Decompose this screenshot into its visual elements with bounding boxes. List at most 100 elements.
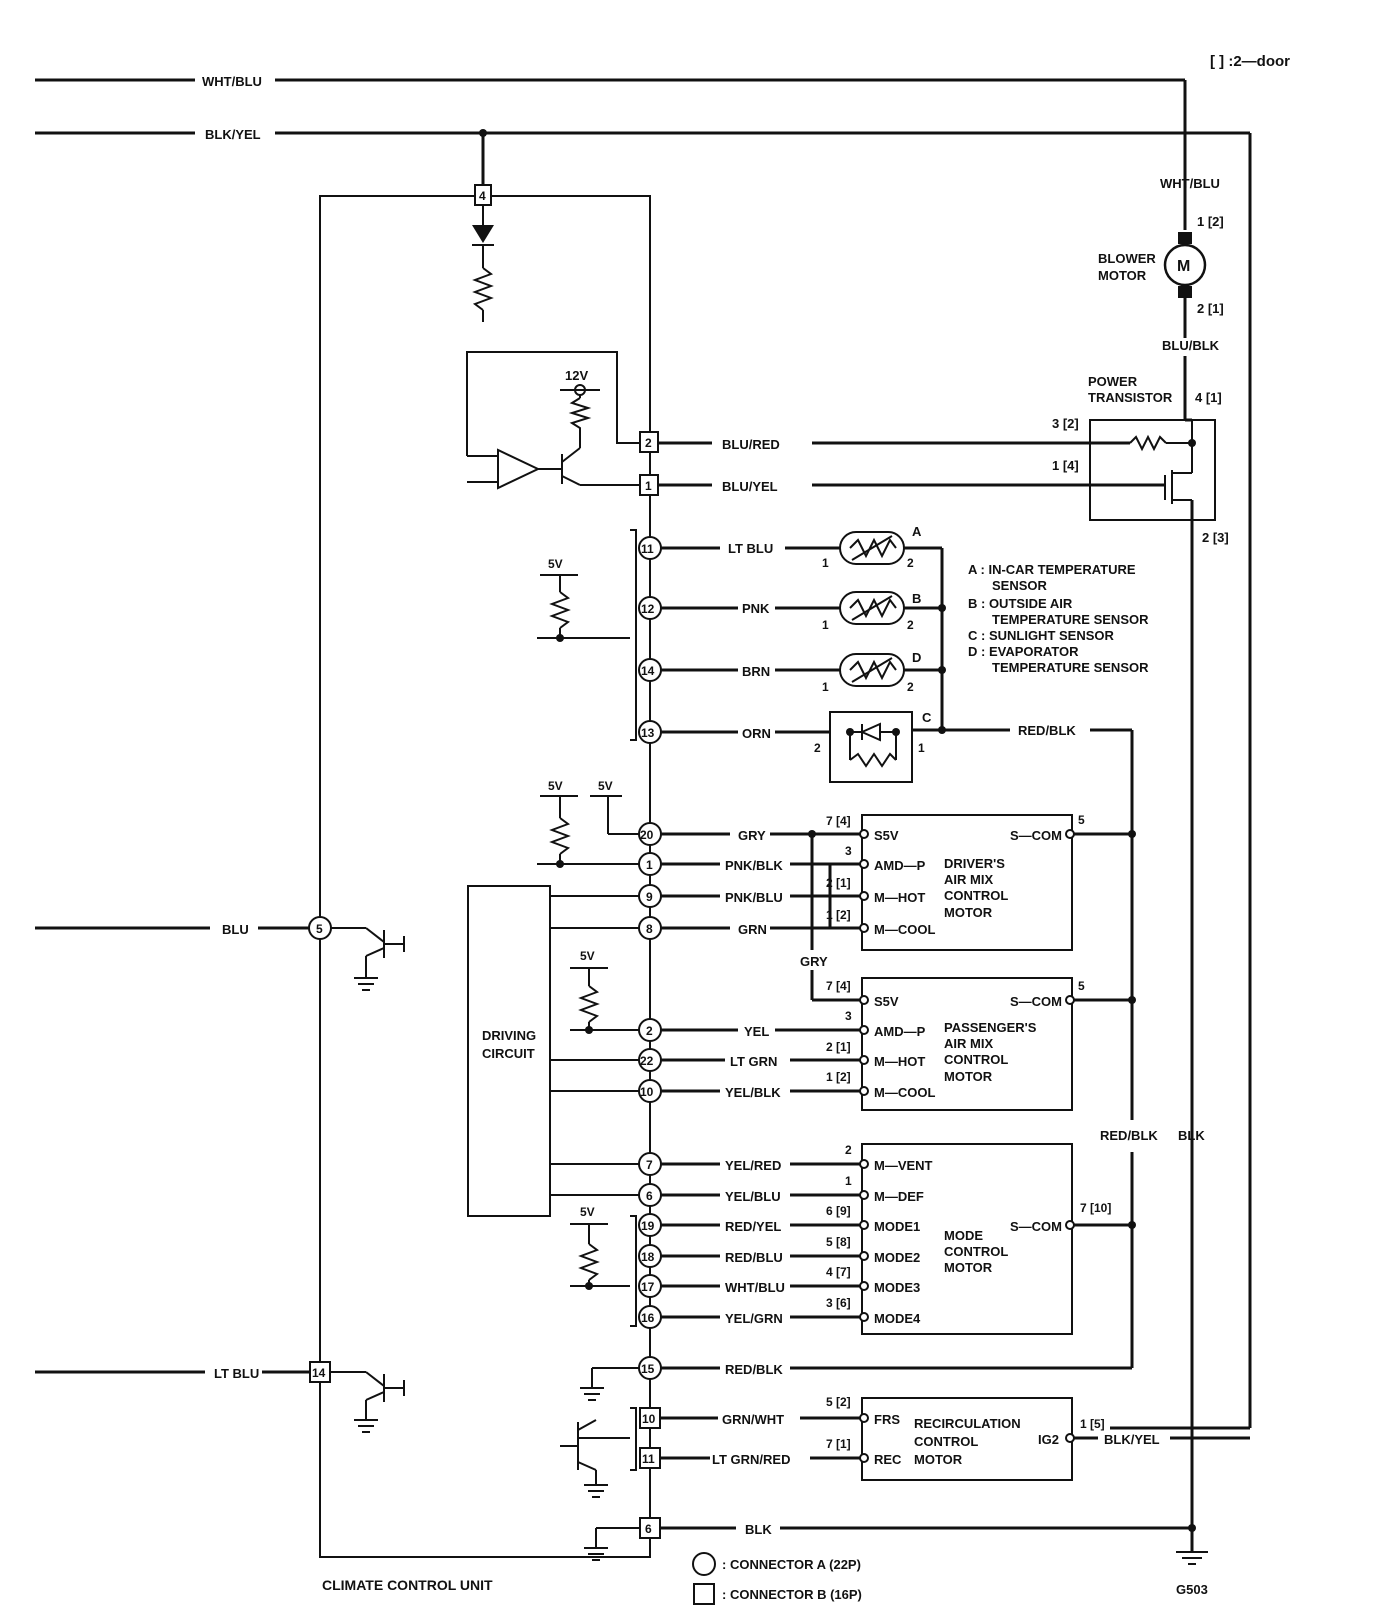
mode-term-def: M—DEF [874,1189,924,1204]
mode-term-mode4: MODE4 [874,1311,921,1326]
blower-motor: WHT/BLU 1 [2] M BLOWER MOTOR 2 [1] BLU/B… [1098,176,1224,420]
driving-circuit: DRIVING CIRCUIT [467,885,639,1217]
passenger-name-4: MOTOR [944,1069,993,1084]
pin-14b: 14 [312,1366,326,1380]
recirc-term-rec: REC [874,1452,902,1467]
passenger-term-scom: S—COM [1010,994,1062,1009]
pin-18: 18 [641,1250,655,1264]
pin-6a: 6 [646,1189,653,1203]
mode-pin-mode4: 3 [6] [826,1296,851,1310]
wire-label-blk-yel-top: BLK/YEL [205,127,261,142]
transistor-name-1: POWER [1088,374,1138,389]
wire-label-red-blk-top: RED/BLK [1018,723,1076,738]
drivers-motor-box [861,814,1073,951]
drivers-term-mcool: M—COOL [874,922,935,937]
transistor-pin-4: 4 [1] [1195,390,1222,405]
drivers-terminals: S5V AMD—P M—HOT M—COOL S—COM 7 [4] 3 2 [… [826,813,1085,937]
power-transistor: POWER TRANSISTOR 4 [1] 3 [2] 1 [4] 2 [3] [1052,374,1229,1525]
wire-label-lt-blu: LT BLU [728,541,773,556]
wire-label-yel: YEL [744,1024,769,1039]
pin-9: 9 [646,890,653,904]
passenger-pin-s5v: 7 [4] [826,979,851,993]
wire-label-blk: BLK [745,1522,772,1537]
drivers-term-mhot: M—HOT [874,890,925,905]
mode-term-scom: S—COM [1010,1219,1062,1234]
pin-4: 4 [479,189,486,203]
wire-label-yel-red: YEL/RED [725,1158,781,1173]
wire-label-wht-blu-top: WHT/BLU [202,74,262,89]
connector-a-legend: : CONNECTOR A (22P) [722,1557,861,1572]
sensor-desc-1: A : IN-CAR TEMPERATURE [968,562,1136,577]
pin-6b: 6 [645,1522,652,1536]
passenger-motor-box [861,977,1073,1111]
sensor-c-label: C [922,710,932,725]
wire-label-lt-blu-left: LT BLU [214,1366,259,1381]
recirc-name-3: MOTOR [914,1452,963,1467]
pin-2b: 2 [645,436,652,450]
fan-driver-circuit: 12V 2 1 [466,351,659,496]
two-door-legend: [ ] :2—door [1210,53,1290,70]
wire-label-gry: GRY [738,828,766,843]
drivers-pin-amd: 3 [845,844,852,858]
sensor-b-label: B [912,591,921,606]
wire-label-wht-blu: WHT/BLU [725,1280,785,1295]
recirculation-section: 10 11 GRN/WHT LT GRN/RED FRS REC IG2 5 [… [560,1395,1250,1498]
wire-label-red-blu: RED/BLU [725,1250,783,1265]
blower-name-1: BLOWER [1098,251,1156,266]
pin-11: 11 [641,542,654,556]
recirc-pin-ig2: 1 [5] [1080,1417,1105,1431]
wire-label-pnk-blu: PNK/BLU [725,890,783,905]
mode-control-section: 7 6 5V 19 18 17 16 YEL/RED YEL/BLU RED/Y… [570,1143,1136,1335]
pin-16: 16 [641,1311,655,1325]
pin-14: 14 [641,664,655,678]
passenger-name-1: PASSENGER'S [944,1020,1037,1035]
pin-19: 19 [641,1219,655,1233]
mode-pin-vent: 2 [845,1143,852,1157]
blower-wire-top-label: WHT/BLU [1160,176,1220,191]
wire-label-yel-blk: YEL/BLK [725,1085,781,1100]
input-wires: WHT/BLU BLK/YEL [35,74,1252,1430]
v5-label-5: 5V [580,1205,595,1219]
sensor-desc-7: TEMPERATURE SENSOR [992,660,1149,675]
passenger-term-s5v: S5V [874,994,899,1009]
pin-7: 7 [646,1158,653,1172]
transistor-name-2: TRANSISTOR [1088,390,1173,405]
red-blk-return: 15 RED/BLK [580,1356,1132,1401]
wire-label-grn-wht: GRN/WHT [722,1412,784,1427]
sensor-a-label: A [912,524,922,539]
pin-1a: 1 [646,858,653,872]
left-inputs: BLU 5 LT BLU 14 [35,916,405,1433]
wire-label-pnk: PNK [742,601,770,616]
wire-label-brn: BRN [742,664,770,679]
passenger-pin-mcool: 1 [2] [826,1070,851,1084]
pin-22: 22 [640,1054,654,1068]
sensor-b-pin2: 2 [907,618,914,632]
recirc-name-2: CONTROL [914,1434,978,1449]
sensor-desc-4: TEMPERATURE SENSOR [992,612,1149,627]
passenger-air-mix-section: 5V 2 22 10 YEL LT GRN YEL/BLK S5V AMD—P … [570,949,1205,1143]
power-transistor-wiring: BLU/RED BLU/YEL [658,437,1165,494]
mode-pin-mode1: 6 [9] [826,1204,851,1218]
wire-label-red-blk-side: RED/BLK [1100,1128,1158,1143]
pin-12: 12 [641,602,655,616]
drivers-term-scom: S—COM [1010,828,1062,843]
recirc-pin-rec: 7 [1] [826,1437,851,1451]
blower-pin-top: 1 [2] [1197,214,1224,229]
mode-term-mode2: MODE2 [874,1250,920,1265]
mode-name-2: CONTROL [944,1244,1008,1259]
sensor-desc-5: C : SUNLIGHT SENSOR [968,628,1115,643]
drivers-pin-mcool: 1 [2] [826,908,851,922]
ground-label: G503 [1176,1582,1208,1597]
mode-pin-mode2: 5 [8] [826,1235,851,1249]
pin-5: 5 [316,922,323,936]
transistor-pin-3: 3 [2] [1052,416,1079,431]
wire-label-blu-red: BLU/RED [722,437,780,452]
sensor-d-pin2: 2 [907,680,914,694]
climate-control-unit: CLIMATE CONTROL UNIT [319,195,651,1593]
sensor-c-pin1: 1 [918,741,925,755]
drivers-pin-scom: 5 [1078,813,1085,827]
sensor-c-pin2: 2 [814,741,821,755]
recirc-term-ig2: IG2 [1038,1432,1059,1447]
mode-name-1: MODE [944,1228,983,1243]
